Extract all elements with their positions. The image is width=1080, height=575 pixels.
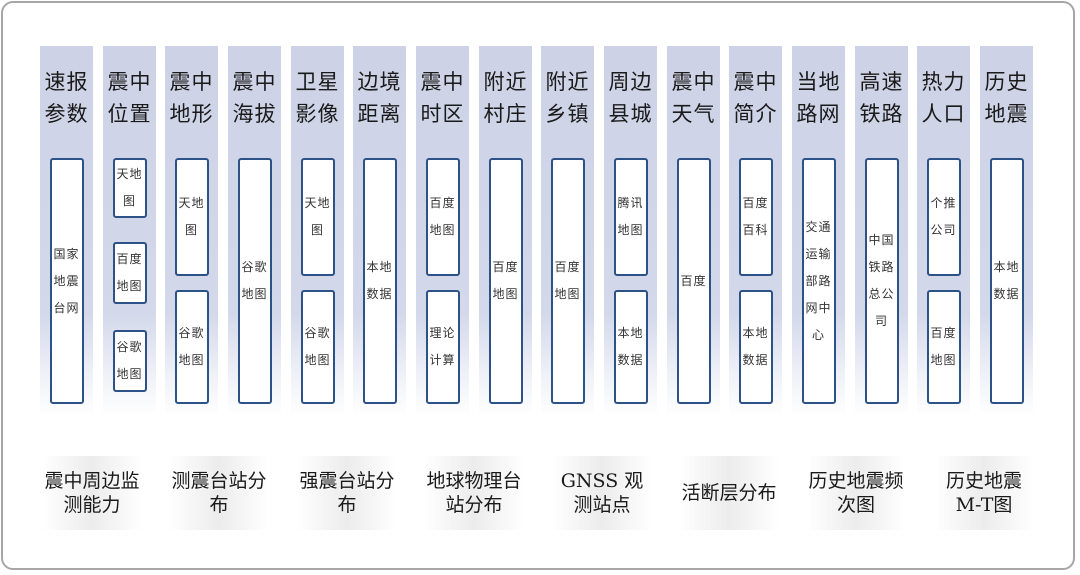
bottom-item: GNSS 观测站点: [552, 456, 652, 530]
bottom-item: 历史地震M-T图: [934, 456, 1034, 530]
source-box: 天地图: [300, 158, 335, 276]
source-box: 天地图: [174, 158, 209, 276]
bottom-item: 测震台站分布: [169, 456, 269, 530]
column-title: 震中 时区: [420, 70, 465, 126]
column-title: 震中 地形: [169, 70, 214, 126]
column-title: 历史 地震: [984, 70, 1029, 126]
source-box: 谷歌地图: [237, 158, 272, 404]
source-box: 理论计算: [425, 290, 460, 404]
source-box: 本地数据: [362, 158, 397, 404]
column-local-road-network: 当地 路网 交通运输部路网中心: [792, 46, 845, 416]
column-population-heatmap: 热力 人口 个推公司 百度地图: [917, 46, 970, 416]
source-box: 谷歌地图: [174, 290, 209, 404]
source-box: 腾讯地图: [613, 158, 648, 276]
column-title: 附近 乡镇: [545, 70, 590, 126]
column-title: 热力 人口: [921, 70, 966, 126]
source-box: 百度百科: [738, 158, 773, 276]
column-title: 震中 海拔: [232, 70, 277, 126]
column-title: 卫星 影像: [295, 70, 340, 126]
source-box: 百度地图: [550, 158, 585, 404]
bottom-item: 震中周边监测能力: [42, 456, 142, 530]
bottom-item: 历史地震频次图: [806, 456, 906, 530]
source-box: 百度地图: [926, 290, 961, 404]
source-box: 中国铁路总公司: [864, 158, 899, 404]
column-title: 高速 铁路: [859, 70, 904, 126]
source-box: 百度地图: [425, 158, 460, 276]
source-box: 本地数据: [738, 290, 773, 404]
source-box: 百度地图: [112, 242, 147, 304]
source-box: 交通运输部路网中心: [801, 158, 836, 404]
column-title: 边境 距离: [357, 70, 402, 126]
source-box: 谷歌地图: [112, 330, 147, 392]
column-epicenter-intro: 震中 简介 百度百科 本地数据: [729, 46, 782, 416]
source-box: 天地图: [112, 158, 147, 218]
column-title: 震中 简介: [733, 70, 778, 126]
column-title: 速报 参数: [44, 70, 89, 126]
bottom-item: 地球物理台站分布: [424, 456, 524, 530]
column-satellite-imagery: 卫星 影像 天地图 谷歌地图: [291, 46, 344, 416]
column-epicenter-altitude: 震中 海拔 谷歌地图: [228, 46, 281, 416]
column-epicenter-terrain: 震中 地形 天地图 谷歌地图: [165, 46, 218, 416]
column-epicenter-timezone: 震中 时区 百度地图 理论计算: [416, 46, 469, 416]
column-nearby-towns: 附近 乡镇 百度地图: [541, 46, 594, 416]
bottom-item: 强震台站分布: [297, 456, 397, 530]
source-box: 百度地图: [488, 158, 523, 404]
source-box: 谷歌地图: [300, 290, 335, 404]
column-title: 当地 路网: [796, 70, 841, 126]
source-box: 本地数据: [613, 290, 648, 404]
column-title: 周边 县城: [608, 70, 653, 126]
column-historical-earthquakes: 历史 地震 本地数据: [980, 46, 1033, 416]
column-epicenter-location: 震中 位置 天地图 百度地图 谷歌地图: [103, 46, 156, 416]
source-box: 国家地震台网: [49, 158, 84, 404]
column-nearby-villages: 附近 村庄 百度地图: [479, 46, 532, 416]
column-epicenter-weather: 震中 天气 百度: [667, 46, 720, 416]
bottom-item: 活断层分布: [679, 456, 779, 530]
column-high-speed-rail: 高速 铁路 中国铁路总公司: [855, 46, 908, 416]
column-title: 附近 村庄: [483, 70, 528, 126]
source-box: 个推公司: [926, 158, 961, 276]
column-border-distance: 边境 距离 本地数据: [353, 46, 406, 416]
source-box: 本地数据: [989, 158, 1024, 404]
source-box: 百度: [676, 158, 711, 404]
column-quick-report-params: 速报 参数 国家地震台网: [40, 46, 93, 416]
column-surrounding-counties: 周边 县城 腾讯地图 本地数据: [604, 46, 657, 416]
column-title: 震中 天气: [671, 70, 716, 126]
column-title: 震中 位置: [107, 70, 152, 126]
